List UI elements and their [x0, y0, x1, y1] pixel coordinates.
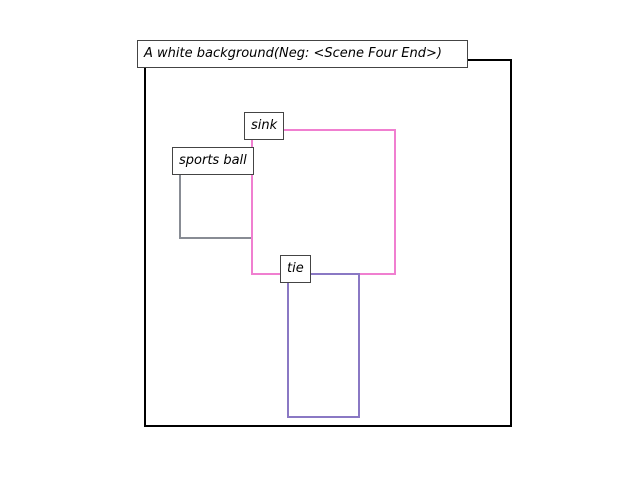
tie-box [287, 273, 360, 418]
sink-box [251, 129, 396, 275]
sink-label: sink [244, 112, 285, 140]
scene-title: A white background(Neg: <Scene Four End>… [137, 40, 468, 68]
tie-label: tie [280, 255, 311, 283]
sports-ball-label: sports ball [172, 147, 254, 175]
